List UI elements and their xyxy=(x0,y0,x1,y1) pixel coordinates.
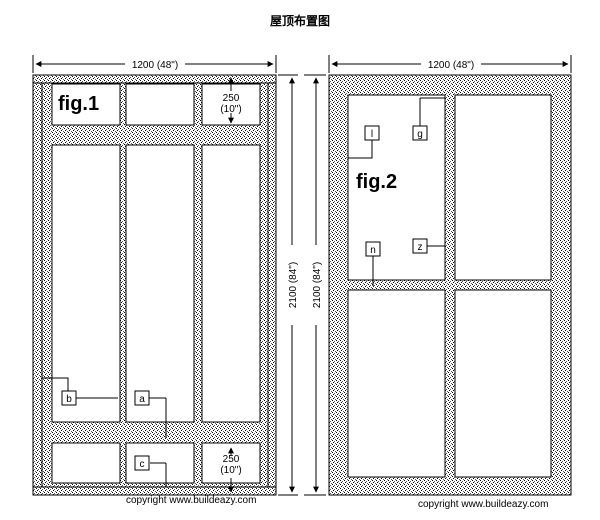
fig1-height-dimension: 2100 (84") xyxy=(278,74,299,496)
fig2-width-dimension: 1200 (48") xyxy=(328,55,572,73)
fig1-top-spacing-inch: (10") xyxy=(220,104,241,115)
fig1-label: fig.1 xyxy=(58,93,99,115)
diagram-title: 屋顶布置图 xyxy=(270,13,330,28)
fig1-width-dimension: 1200 (48") xyxy=(32,55,277,73)
fig2-frame xyxy=(328,74,572,496)
svg-text:z: z xyxy=(418,242,423,253)
fig1-top-spacing-value: 250 xyxy=(223,93,240,104)
fig1-tag-c: c xyxy=(134,455,150,471)
fig1-tag-a: a xyxy=(134,390,150,406)
svg-text:c: c xyxy=(140,459,145,470)
fig1-top-spacing-dimension: 250 (10") xyxy=(220,77,242,124)
svg-text:b: b xyxy=(66,394,72,405)
fig1-width-label: 1200 (48") xyxy=(132,60,178,71)
fig1-copyright: copyright www.buildeazy.com xyxy=(126,495,256,506)
fig2-tag-n: n xyxy=(365,241,381,257)
svg-text:g: g xyxy=(417,129,423,140)
fig2-callouts xyxy=(348,97,446,286)
fig1-bottom-spacing-inch: (10") xyxy=(220,465,241,476)
fig1-bottom-spacing-value: 250 xyxy=(223,454,240,465)
fig2-width-label: 1200 (48") xyxy=(428,60,474,71)
fig2-tag-g: g xyxy=(412,125,428,141)
svg-text:l: l xyxy=(371,129,373,140)
fig1-frame xyxy=(32,74,277,496)
fig2-tag-z: z xyxy=(412,238,428,254)
svg-text:a: a xyxy=(139,394,145,405)
svg-text:n: n xyxy=(370,245,376,256)
fig2-label: fig.2 xyxy=(356,171,397,193)
fig2-height-label: 2100 (84") xyxy=(312,262,323,308)
fig1-callouts xyxy=(42,377,167,487)
fig2-copyright: copyright www.buildeazy.com xyxy=(418,499,548,510)
fig2-height-dimension: 2100 (84") xyxy=(304,74,326,496)
fig1-tag-b: b xyxy=(61,390,77,406)
fig2-tag-l: l xyxy=(364,125,380,141)
fig1-height-label: 2100 (84") xyxy=(288,262,299,308)
fig1-bottom-spacing-dimension: 250 (10") xyxy=(220,447,242,493)
